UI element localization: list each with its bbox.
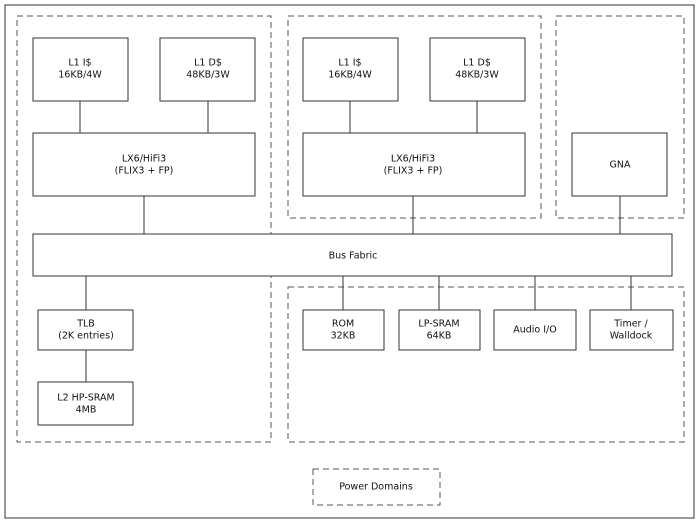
rom-box <box>302 309 385 351</box>
lpsram-size: 64KB <box>427 331 452 342</box>
core-a-box <box>32 132 256 197</box>
l1-dcache-b-size: 48KB/3W <box>455 70 499 81</box>
power-domains-box <box>312 468 441 506</box>
bus-fabric-box <box>32 233 673 277</box>
l1-dcache-b-box <box>429 37 526 102</box>
l1-icache-a-name: L1 I$ <box>68 58 91 69</box>
dsp-cluster-b-region <box>287 15 542 219</box>
timer-name: Timer / <box>613 319 648 330</box>
l1-icache-b-box <box>302 37 399 102</box>
gna-box <box>571 132 668 197</box>
core-b-detail: (FLIX3 + FP) <box>384 166 443 177</box>
power-domains-label: Power Domains <box>339 482 413 493</box>
tlb-name: TLB <box>76 319 95 330</box>
core-b-box <box>302 132 526 197</box>
core-a-detail: (FLIX3 + FP) <box>115 166 174 177</box>
l2-hpsram-name: L2 HP-SRAM <box>57 393 114 404</box>
tlb-box <box>37 309 134 351</box>
peripheral-region <box>287 286 685 443</box>
l1-icache-a-size: 16KB/4W <box>58 70 102 81</box>
tlb-detail: (2K entries) <box>58 331 114 342</box>
l1-icache-b-size: 16KB/4W <box>328 70 372 81</box>
l1-dcache-a-size: 48KB/3W <box>186 70 230 81</box>
l1-icache-a-box <box>32 37 129 102</box>
lpsram-box <box>398 309 481 351</box>
outer-frame <box>4 4 695 519</box>
audio-io-box <box>493 309 577 351</box>
l1-dcache-b-name: L1 D$ <box>463 58 491 69</box>
rom-size: 32KB <box>331 331 356 342</box>
l2-hpsram-box <box>37 381 134 426</box>
bus-fabric-label: Bus Fabric <box>329 251 378 262</box>
core-a-name: LX6/HiFi3 <box>122 154 166 165</box>
timer-box <box>589 309 674 351</box>
audio-io-label: Audio I/O <box>513 325 557 336</box>
l2-hpsram-size: 4MB <box>76 405 97 416</box>
core-b-name: LX6/HiFi3 <box>391 154 435 165</box>
timer-detail: Walldock <box>610 331 653 342</box>
lpsram-name: LP-SRAM <box>418 319 459 330</box>
gna-label: GNA <box>610 160 631 171</box>
rom-name: ROM <box>332 319 354 330</box>
l1-icache-b-name: L1 I$ <box>338 58 361 69</box>
l1-dcache-a-box <box>159 37 256 102</box>
l1-dcache-a-name: L1 D$ <box>194 58 222 69</box>
